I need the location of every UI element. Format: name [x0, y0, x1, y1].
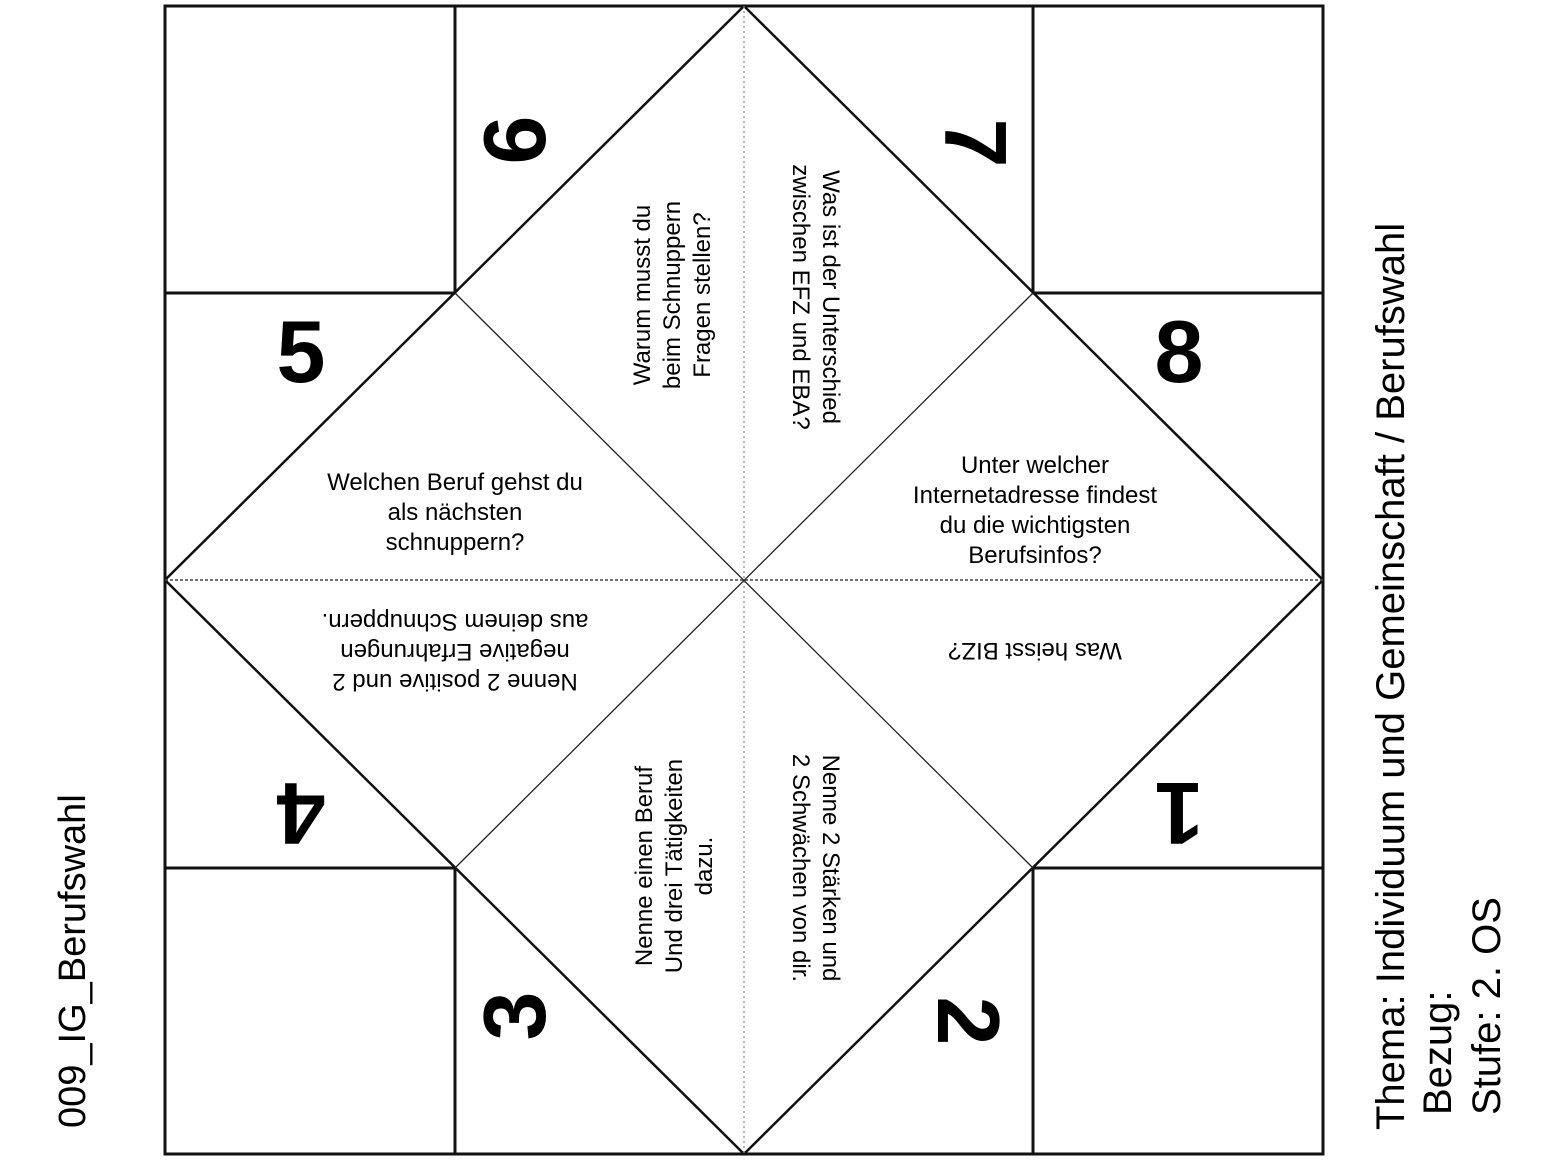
number-6: 6 — [465, 115, 564, 165]
question-line: Unter welcher — [960, 452, 1110, 479]
question-line: dazu. — [691, 836, 718, 896]
corner-square-bottom-right — [1031, 866, 1325, 1156]
question-line: 2 Schwächen von dir. — [787, 753, 814, 983]
question-line: du die wichtigsten — [939, 512, 1131, 539]
number-8: 8 — [1154, 302, 1204, 401]
question-efz-eba: Was ist der Unterschied zwischen EFZ und… — [785, 157, 845, 437]
question-line: schnuppern? — [385, 529, 525, 556]
question-erfahrungen-schnuppern: Nenne 2 positive und 2 negative Erfahrun… — [305, 606, 605, 696]
corner-square-top-right — [1031, 4, 1325, 295]
question-line: negative Erfahrungen — [340, 638, 570, 665]
question-internetadresse: Unter welcher Internetadresse findest du… — [870, 451, 1200, 571]
number-2: 2 — [919, 996, 1018, 1046]
question-line: Berufsinfos? — [968, 542, 1102, 569]
question-warum-schnuppern-fragen: Warum musst du beim Schnuppern Fragen st… — [628, 190, 718, 400]
number-3: 3 — [465, 991, 564, 1041]
question-line: Und drei Tätigkeiten — [661, 758, 688, 974]
corner-square-bottom-left — [163, 866, 457, 1156]
number-7: 7 — [926, 118, 1025, 168]
question-line: beim Schnuppern — [659, 200, 686, 390]
caption-stufe: Stufe: 2. OS — [1465, 897, 1509, 1115]
question-line: Warum musst du — [629, 204, 656, 386]
question-line: Was heisst BIZ? — [948, 637, 1122, 664]
diagonal-fold-line-2 — [454, 292, 1034, 869]
question-line: aus deinem Schnuppern. — [321, 608, 589, 635]
question-line: Internetadresse findest — [912, 482, 1158, 509]
corner-square-top-left — [163, 4, 457, 295]
question-line: Fragen stellen? — [689, 212, 716, 378]
question-biz: Was heisst BIZ? — [925, 635, 1145, 665]
question-line: Was ist der Unterschied — [817, 170, 844, 424]
number-4: 4 — [276, 764, 326, 863]
question-line: Nenne 2 Stärken und — [817, 754, 844, 982]
question-staerken-schwaechen: Nenne 2 Stärken und 2 Schwächen von dir. — [785, 738, 845, 998]
question-line: zwischen EFZ und EBA? — [787, 164, 814, 430]
number-5: 5 — [276, 302, 326, 401]
caption-bezug: Bezug: — [1416, 990, 1460, 1115]
number-1: 1 — [1154, 764, 1204, 863]
question-line: als nächsten — [387, 499, 523, 526]
question-beruf-taetigkeiten: Nenne einen Beruf Und drei Tätigkeiten d… — [630, 746, 720, 986]
diamond-fold — [163, 4, 1325, 1156]
question-welchen-beruf: Welchen Beruf gehst du als nächsten schn… — [290, 468, 620, 558]
question-line: Welchen Beruf gehst du — [327, 469, 583, 496]
caption-thema: Thema: Individuum und Gemeinschaft / Ber… — [1369, 222, 1413, 1130]
question-line: Nenne 2 positive und 2 — [332, 668, 578, 695]
file-label: 009_IG_Berufswahl — [52, 794, 94, 1128]
question-line: Nenne einen Beruf — [631, 765, 658, 967]
